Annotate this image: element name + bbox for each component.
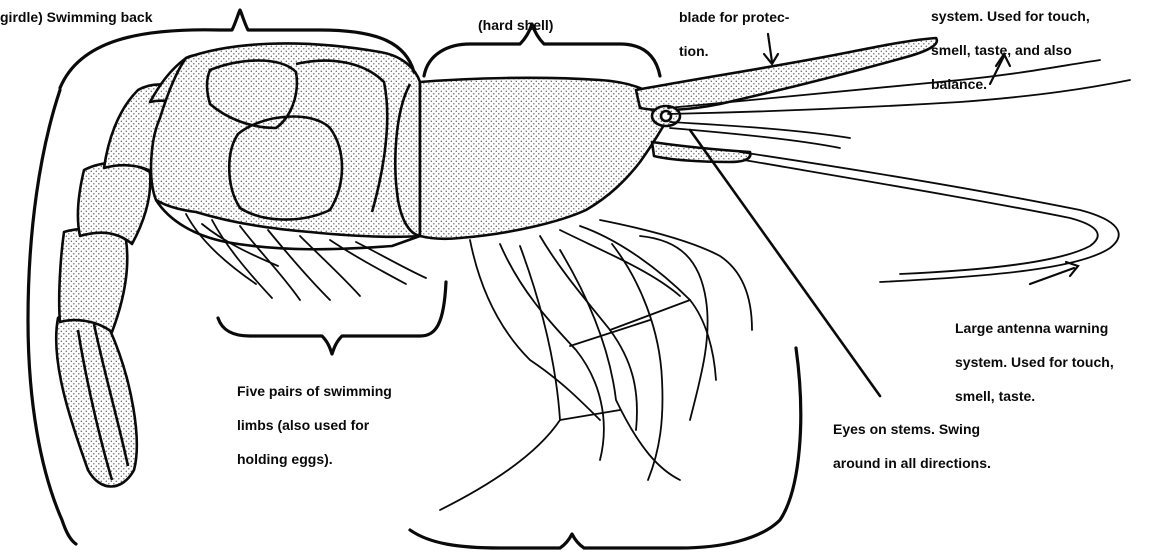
label-eyes: Eyes on stems. Swing around in all direc…	[833, 404, 991, 489]
walking-leg	[500, 244, 604, 460]
label-blade-line: blade for protec-	[679, 9, 789, 26]
label-eyes-line: Eyes on stems. Swing	[833, 421, 991, 438]
label-swimming-limbs-line: Five pairs of swimming	[237, 383, 392, 400]
label-large-antenna-line: system. Used for touch,	[955, 354, 1114, 371]
label-small-antenna: system. Used for touch, smell, taste, an…	[931, 0, 1090, 110]
label-small-antenna-line: smell, taste, and also	[931, 42, 1090, 59]
label-blade: blade for protec- tion.	[679, 0, 789, 77]
label-swimming-limbs-line: holding eggs).	[237, 451, 392, 468]
label-large-antenna-line: smell, taste.	[955, 388, 1114, 405]
label-small-antenna-line: balance.	[931, 76, 1090, 93]
abdomen-segment-6	[59, 229, 127, 332]
large-antenna	[744, 160, 1098, 274]
walking-leg	[470, 240, 600, 420]
label-shell: (hard shell)	[478, 0, 553, 51]
leg-joint	[560, 410, 620, 420]
label-eyes-line: around in all directions.	[833, 455, 991, 472]
shrimp-body	[56, 38, 937, 487]
walking-leg	[600, 220, 752, 330]
abdomen-segment-5	[78, 163, 150, 244]
brace-swim	[218, 282, 446, 354]
swimming-leg	[300, 236, 360, 296]
pointer-large-antenna	[1030, 268, 1074, 284]
long-claw-leg	[440, 246, 560, 510]
label-small-antenna-line: system. Used for touch,	[931, 8, 1090, 25]
long-claw-leg	[612, 244, 662, 480]
abdomen-main	[151, 43, 420, 236]
walking-leg	[540, 236, 637, 430]
long-claw-leg	[640, 236, 708, 420]
carapace	[420, 78, 668, 239]
swimming-leg	[356, 242, 426, 278]
label-swimming-limbs-line: limbs (also used for	[237, 417, 392, 434]
label-swimming-limbs: Five pairs of swimming limbs (also used …	[237, 366, 392, 485]
label-tail-line: girdle) Swimming back	[0, 9, 152, 26]
brace-walk	[410, 348, 801, 548]
leg-joint	[570, 320, 650, 346]
eye-pupil	[661, 111, 671, 121]
label-large-antenna-line: Large antenna warning	[955, 320, 1114, 337]
label-tail: girdle) Swimming back	[0, 0, 152, 43]
label-blade-line: tion.	[679, 43, 789, 60]
long-claw-leg	[560, 250, 680, 480]
leg-joint	[610, 300, 690, 330]
label-shell-line: (hard shell)	[478, 17, 553, 34]
